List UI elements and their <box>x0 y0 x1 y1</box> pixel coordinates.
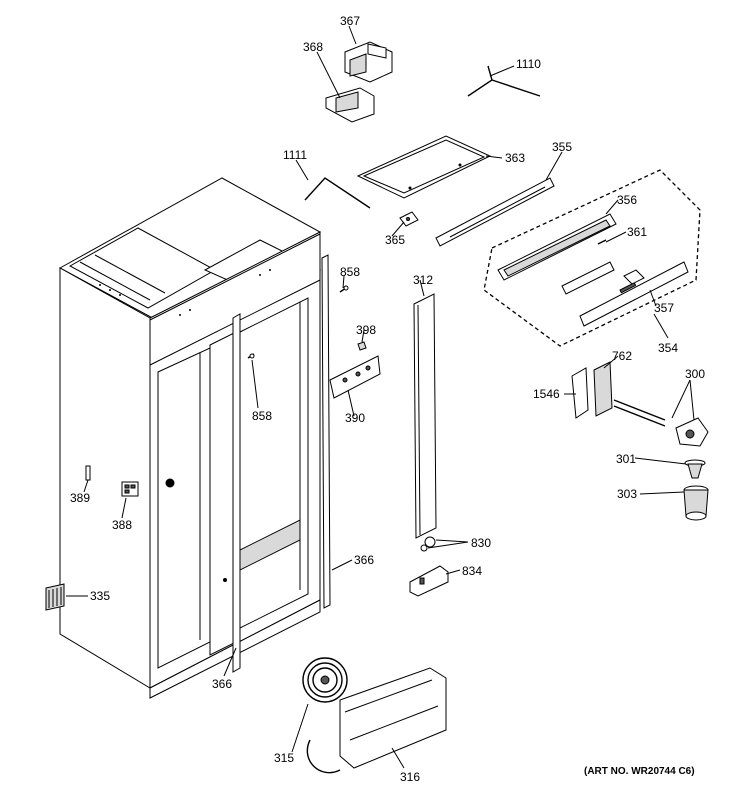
label-303: 303 <box>617 487 637 501</box>
label-830: 830 <box>471 536 491 550</box>
label-858-left: 858 <box>252 409 272 423</box>
label-300: 300 <box>685 367 705 381</box>
part-830 <box>420 536 436 552</box>
label-361: 361 <box>627 225 647 239</box>
label-388: 388 <box>112 518 132 532</box>
label-1111: 1111 <box>283 148 307 162</box>
label-366-right: 366 <box>354 553 374 567</box>
part-389 <box>85 465 91 481</box>
label-1546: 1546 <box>533 387 560 401</box>
label-335: 335 <box>90 589 110 603</box>
label-355: 355 <box>552 140 572 154</box>
part-301 <box>684 459 706 479</box>
part-1110 <box>467 65 541 97</box>
label-357: 357 <box>654 301 674 315</box>
cabinet <box>58 177 331 699</box>
part-356 <box>497 213 617 281</box>
label-858-top: 858 <box>340 265 360 279</box>
part-361 <box>597 239 607 245</box>
part-762 <box>593 361 613 417</box>
label-1110: 1110 <box>516 57 541 71</box>
label-367: 367 <box>340 14 360 28</box>
label-365: 365 <box>385 233 405 247</box>
part-1546 <box>571 367 589 419</box>
part-388 <box>121 481 139 497</box>
part-367 <box>344 41 393 83</box>
part-355 <box>435 177 555 247</box>
part-368 <box>325 87 375 123</box>
label-301: 301 <box>616 452 636 466</box>
part-312 <box>413 293 437 539</box>
part-363 <box>356 135 492 199</box>
label-363: 363 <box>505 151 525 165</box>
part-390 <box>329 355 381 399</box>
part-357 <box>579 261 689 327</box>
part-1111 <box>304 177 371 209</box>
part-335 <box>45 583 65 611</box>
callout-labels: 367 368 1110 1111 363 355 365 356 361 85… <box>70 14 705 784</box>
label-354: 354 <box>658 341 678 355</box>
kit-354-outline <box>483 169 701 347</box>
label-368: 368 <box>303 40 323 54</box>
label-356: 356 <box>617 193 637 207</box>
part-858-top <box>339 285 349 293</box>
leader-lines <box>66 25 695 769</box>
part-300 <box>613 399 709 447</box>
label-762: 762 <box>612 349 632 363</box>
part-858-left <box>247 353 255 359</box>
part-365 <box>399 211 419 227</box>
label-312: 312 <box>413 273 433 287</box>
label-834: 834 <box>462 564 482 578</box>
part-834 <box>409 565 449 597</box>
label-316: 316 <box>400 770 420 784</box>
part-398 <box>357 341 367 351</box>
art-number: (ART NO. WR20744 C6) <box>584 766 695 777</box>
part-303 <box>683 485 709 521</box>
part-316 <box>339 667 447 769</box>
label-315: 315 <box>274 751 294 765</box>
label-389: 389 <box>70 491 90 505</box>
label-390: 390 <box>345 411 365 425</box>
label-366-left: 366 <box>212 677 232 691</box>
part-315 <box>302 657 348 774</box>
label-398: 398 <box>356 323 376 337</box>
